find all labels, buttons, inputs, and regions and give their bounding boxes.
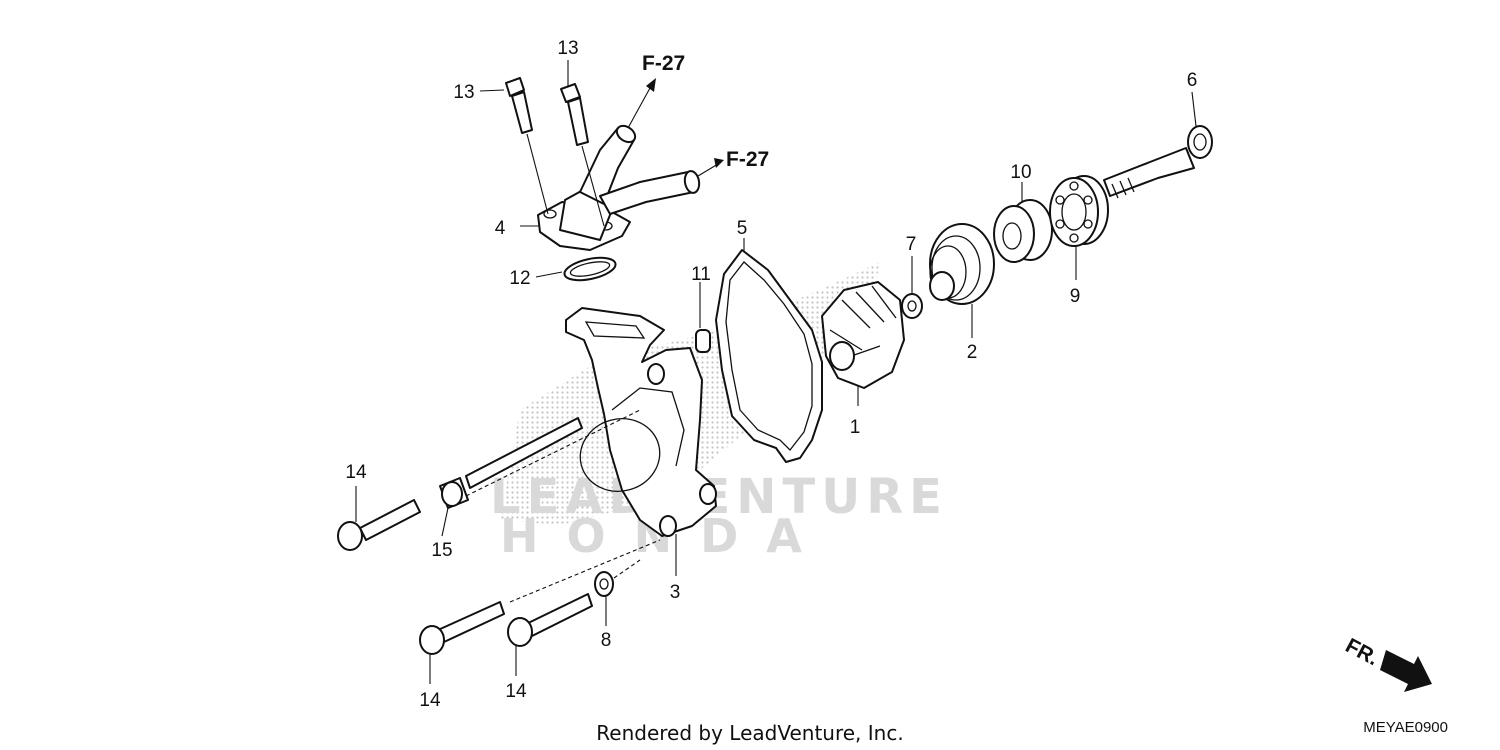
reference-upper[interactable]: F-27	[642, 52, 685, 75]
front-direction-label: FR.	[1342, 634, 1383, 670]
part-washer	[594, 571, 614, 597]
callout-14-bottom-left[interactable]: 14	[419, 690, 441, 711]
reference-side[interactable]: F-27	[726, 148, 769, 171]
callout-11[interactable]: 11	[691, 264, 711, 285]
front-direction-marker: FR.	[1342, 634, 1432, 692]
leader-lines	[355, 60, 1197, 684]
callout-14-left[interactable]: 14	[345, 462, 367, 483]
part-long-bolt	[439, 417, 583, 509]
callout-5[interactable]: 5	[737, 218, 748, 239]
part-hose-joint	[537, 124, 701, 251]
front-arrow-icon	[1380, 650, 1432, 692]
part-impeller	[821, 281, 905, 389]
callout-2[interactable]: 2	[967, 342, 978, 363]
part-mechanical-seal	[929, 223, 995, 305]
callout-14-bottom[interactable]: 14	[505, 681, 527, 702]
callout-4[interactable]: 4	[495, 218, 506, 239]
callout-10[interactable]: 10	[1010, 162, 1031, 183]
part-pump-shaft	[1103, 125, 1213, 199]
part-pump-cover	[565, 307, 717, 537]
diagram-code: MEYAE0900	[1363, 719, 1448, 736]
part-gasket	[715, 249, 823, 463]
callout-3[interactable]: 3	[670, 582, 681, 603]
part-washer-small	[901, 293, 923, 319]
part-o-ring	[563, 256, 617, 282]
callout-6[interactable]: 6	[1187, 70, 1198, 91]
callout-9[interactable]: 9	[1070, 286, 1081, 307]
part-bearing	[1049, 175, 1109, 247]
render-credit: Rendered by LeadVenture, Inc.	[596, 721, 903, 745]
callout-15[interactable]: 15	[431, 540, 452, 561]
part-bolts-upper	[505, 77, 589, 146]
callout-12[interactable]: 12	[509, 268, 530, 289]
reference-arrows	[627, 78, 724, 177]
part-bolts-lower	[337, 499, 593, 655]
callout-1[interactable]: 1	[850, 417, 861, 438]
callout-7[interactable]: 7	[906, 234, 917, 255]
callout-13-left[interactable]: 13	[453, 82, 474, 103]
callout-8[interactable]: 8	[601, 630, 612, 651]
callout-13-top[interactable]: 13	[557, 38, 578, 59]
part-oil-seal	[993, 199, 1053, 263]
part-dowel	[695, 329, 711, 353]
